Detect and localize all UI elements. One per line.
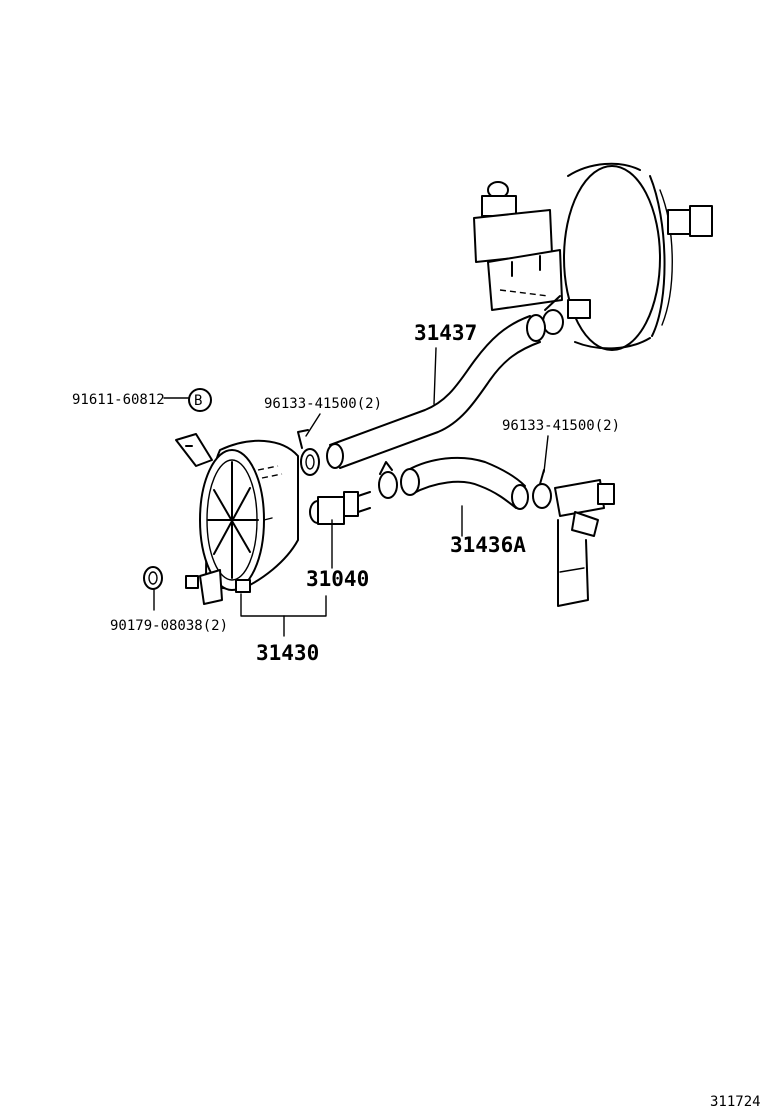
label-callout-b: B xyxy=(194,393,202,409)
label-96133-41500-left: 96133-41500(2) xyxy=(264,396,382,412)
master-cylinder xyxy=(473,181,563,311)
hose-clip-middle xyxy=(378,461,398,499)
hose-31437 xyxy=(326,314,546,469)
nut-90179 xyxy=(143,566,199,590)
label-31436a: 31436A xyxy=(450,533,526,557)
callout-circle-b xyxy=(188,388,212,412)
hose-clip-left xyxy=(297,429,320,476)
hose-31436a xyxy=(400,456,529,510)
hose-clip-right xyxy=(532,469,552,509)
leader-lines xyxy=(153,347,549,637)
label-90179-08038: 90179-08038(2) xyxy=(110,618,228,634)
vacuum-canister-31430 xyxy=(175,433,299,605)
label-31437: 31437 xyxy=(414,321,477,345)
booster-hose-clip xyxy=(542,295,591,335)
brake-booster xyxy=(563,162,713,351)
label-31040: 31040 xyxy=(306,567,369,591)
label-31430: 31430 xyxy=(256,641,319,665)
label-91611-60812: 91611-60812 xyxy=(72,392,165,408)
label-96133-41500-right: 96133-41500(2) xyxy=(502,418,620,434)
engine-vacuum-fitting xyxy=(554,479,615,607)
check-valve-31040 xyxy=(309,491,371,525)
figure-number: 311724 xyxy=(710,1094,760,1110)
